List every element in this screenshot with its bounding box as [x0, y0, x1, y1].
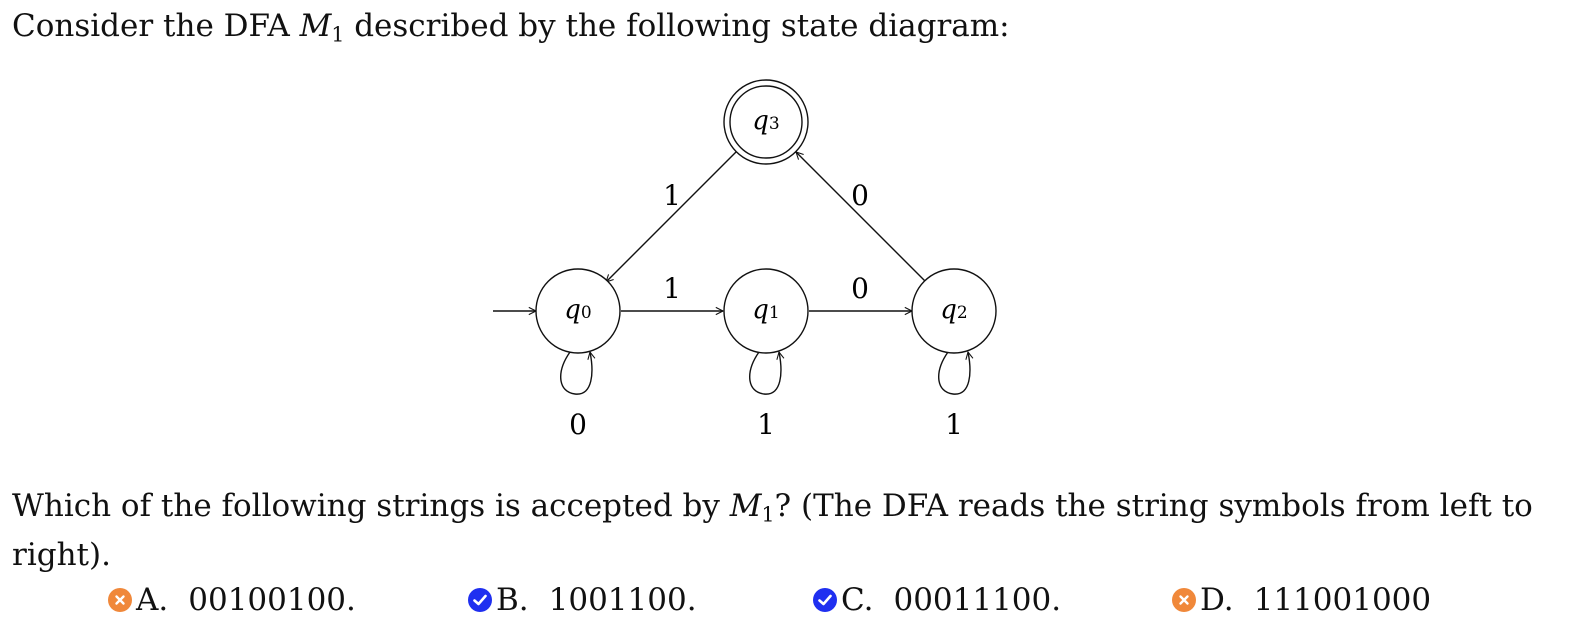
- machine-name: M: [299, 8, 332, 44]
- label-q3-q0: 1: [663, 179, 681, 212]
- intro-after: described by the following state diagram…: [344, 8, 1010, 44]
- label-q2-q3: 0: [851, 179, 869, 212]
- x-circle-icon: [108, 588, 132, 612]
- svg-text:q1: q1: [752, 295, 779, 325]
- option-a-letter: A.: [136, 582, 169, 618]
- svg-text:q2: q2: [940, 295, 967, 325]
- state-q3-label: q: [752, 106, 769, 136]
- state-q0-label: q: [564, 295, 581, 325]
- svg-text:q0: q0: [564, 295, 591, 325]
- option-b-letter: B.: [496, 582, 529, 618]
- option-d[interactable]: D. 111001000: [1172, 580, 1431, 620]
- option-a[interactable]: A. 00100100.: [108, 580, 356, 620]
- dfa-state-diagram: q0 q1 q2 q3 1 0 0 1 0 1 1: [493, 79, 997, 441]
- state-q0-subscript: 0: [581, 303, 592, 323]
- loop-q0: [560, 352, 592, 395]
- state-q3-subscript: 3: [769, 114, 780, 134]
- machine-subscript: 1: [331, 22, 345, 47]
- question-text: Which of the following strings is accept…: [12, 486, 1552, 575]
- label-loop-q2: 1: [945, 408, 963, 441]
- state-q0: q0: [535, 268, 621, 354]
- check-circle-icon: [813, 588, 837, 612]
- state-q2-label: q: [940, 295, 957, 325]
- state-q1-subscript: 1: [769, 303, 780, 323]
- option-c-text: 00011100.: [893, 582, 1062, 618]
- state-q3-accepting: q3: [723, 79, 809, 165]
- svg-text:q3: q3: [752, 106, 779, 136]
- state-q2: q2: [911, 268, 997, 354]
- state-q1-label: q: [752, 295, 769, 325]
- edge-q3-q0: [606, 151, 737, 282]
- label-q0-q1: 1: [663, 272, 681, 305]
- option-c[interactable]: C. 00011100.: [813, 580, 1061, 620]
- edge-q2-q3: [796, 152, 926, 282]
- option-d-text: 111001000: [1253, 582, 1432, 618]
- option-b[interactable]: B. 1001100.: [468, 580, 697, 620]
- answer-options: A. 00100100. B. 1001100. C. 00011100. D.…: [0, 580, 1586, 620]
- state-q2-subscript: 2: [957, 303, 968, 323]
- label-loop-q1: 1: [757, 408, 775, 441]
- option-b-text: 1001100.: [548, 582, 697, 618]
- option-a-text: 00100100.: [188, 582, 356, 618]
- option-c-letter: C.: [841, 582, 874, 618]
- option-d-letter: D.: [1200, 582, 1234, 618]
- label-q1-q2: 0: [851, 272, 869, 305]
- check-circle-icon: [468, 588, 492, 612]
- x-circle-icon: [1172, 588, 1196, 612]
- label-loop-q0: 0: [569, 408, 587, 441]
- loop-q1: [749, 352, 781, 395]
- question-machine-name: M: [729, 488, 762, 524]
- loop-q2: [938, 352, 970, 395]
- state-q1: q1: [723, 268, 809, 354]
- question-after: ? (The DFA reads the string symbols from…: [12, 488, 1533, 573]
- question-machine-subscript: 1: [761, 502, 775, 527]
- intro-before: Consider the DFA: [12, 8, 300, 44]
- intro-text: Consider the DFA M1 described by the fol…: [12, 6, 1010, 55]
- question-before: Which of the following strings is accept…: [12, 488, 730, 524]
